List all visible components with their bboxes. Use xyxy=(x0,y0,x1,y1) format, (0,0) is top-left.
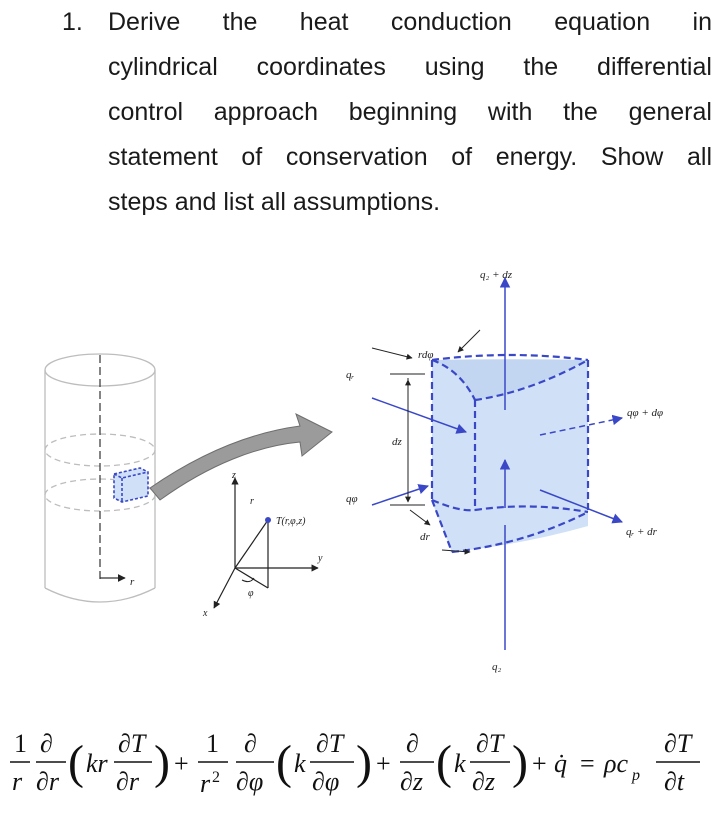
eq-equals: = xyxy=(580,749,595,778)
axis-z-label: z xyxy=(231,470,236,481)
word: control xyxy=(108,98,184,126)
cylinder-r-label: r xyxy=(130,576,135,588)
eq-sub-p: p xyxy=(631,767,640,784)
word: approach xyxy=(213,98,319,126)
point-T xyxy=(265,517,271,523)
eq-dT-1: ∂T xyxy=(118,729,147,758)
word: statement xyxy=(108,143,218,171)
eq-paren-r-3: ) xyxy=(512,736,528,789)
eq-dz-1: ∂z xyxy=(400,767,423,796)
label-dr: dr xyxy=(420,531,431,543)
eq-plus-2: + xyxy=(376,749,391,778)
heat-flux-arrows xyxy=(371,276,624,650)
word: beginning xyxy=(348,98,458,126)
word: in xyxy=(692,8,712,36)
word: all xyxy=(686,143,712,171)
word: general xyxy=(628,98,712,126)
eq-k-2: k xyxy=(454,749,466,778)
eq-rho-c: ρc xyxy=(603,749,628,778)
problem-line-4: statement of conservation of energy. Sho… xyxy=(108,135,712,180)
eq-plus-1: + xyxy=(174,749,189,778)
problem-text: Derive the heat conduction equation in c… xyxy=(108,0,712,225)
eq-dz-2: ∂z xyxy=(472,767,495,796)
control-volume-figure: r z r T(r,φ,z) y x φ xyxy=(44,269,663,673)
eq-paren-r-1: ) xyxy=(154,736,170,789)
problem-line-1: Derive the heat conduction equation in xyxy=(108,0,712,45)
eq-k-1: k xyxy=(294,749,306,778)
problem-line-2: cylindrical coordinates using the differ… xyxy=(108,45,712,90)
word: Derive xyxy=(108,8,181,36)
axis-r-small-label: r xyxy=(250,496,254,507)
word: differential xyxy=(597,53,712,81)
eq-d-1: ∂ xyxy=(40,729,53,758)
eq-one-2: 1 xyxy=(206,729,219,758)
eq-dphi-1: ∂φ xyxy=(236,767,263,796)
eq-plus-3: + xyxy=(532,749,547,778)
label-qz-dz: q₂ + dz xyxy=(480,269,513,281)
eq-d-3: ∂ xyxy=(406,729,419,758)
eq-dt: ∂t xyxy=(664,767,685,796)
eq-dT-4: ∂T xyxy=(664,729,693,758)
eq-kr: kr xyxy=(86,749,109,778)
eq-qdot: q̇ xyxy=(554,749,567,778)
word: coordinates xyxy=(256,53,386,81)
word: Show xyxy=(600,143,664,171)
eq-one-1: 1 xyxy=(14,729,27,758)
label-dz: dz xyxy=(392,436,403,448)
eq-dT-3: ∂T xyxy=(476,729,505,758)
label-r-dphi: rdφ xyxy=(418,349,433,361)
word: conduction xyxy=(390,8,512,36)
T-point-label: T(r,φ,z) xyxy=(276,516,306,527)
eq-dT-2: ∂T xyxy=(316,729,345,758)
word: of xyxy=(451,143,473,171)
label-q-phi: qφ xyxy=(346,493,358,505)
word: equation xyxy=(554,8,651,36)
eq-dr-1: ∂r xyxy=(36,767,60,796)
eq-dphi-2: ∂φ xyxy=(312,767,339,796)
axis-x-label: x xyxy=(202,608,208,619)
eq-r-den: r xyxy=(12,767,23,796)
label-qr: qᵣ xyxy=(346,369,355,381)
eq-d-2: ∂ xyxy=(244,729,257,758)
word: the xyxy=(563,98,598,126)
control-volume xyxy=(430,353,590,554)
problem-line-3: control approach beginning with the gene… xyxy=(108,90,712,135)
word: conservation xyxy=(285,143,428,171)
dimension-lines xyxy=(371,329,481,555)
eq-paren-l-1: ( xyxy=(68,736,84,789)
problem-line-5: steps and list all assumptions. xyxy=(108,188,441,216)
label-qr-dr: qᵣ + dr xyxy=(626,526,658,538)
coordinate-triad xyxy=(213,477,319,609)
problem-number: 1. xyxy=(62,8,83,36)
label-q-phi-dphi: qφ + dφ xyxy=(627,407,663,419)
eq-paren-l-3: ( xyxy=(436,736,452,789)
word: the xyxy=(222,8,258,36)
eq-paren-r-2: ) xyxy=(356,736,372,789)
word: of xyxy=(241,143,263,171)
word: using xyxy=(424,53,485,81)
small-element xyxy=(113,467,149,503)
eq-sup2: 2 xyxy=(212,769,220,786)
label-qz: q₂ xyxy=(492,661,502,673)
word: the xyxy=(523,53,559,81)
eq-dr-2: ∂r xyxy=(116,767,140,796)
eq-r2: r xyxy=(200,769,211,798)
zoom-arrow xyxy=(149,413,333,501)
word: with xyxy=(487,98,533,126)
word: heat xyxy=(299,8,349,36)
word: cylindrical xyxy=(108,53,218,81)
axis-phi-label: φ xyxy=(248,588,254,599)
heat-equation: 1 r ∂ ∂r ( kr ∂T ∂r ) + 1 r 2 ∂ ∂φ ( k ∂… xyxy=(10,729,700,798)
eq-paren-l-2: ( xyxy=(276,736,292,789)
axis-y-label: y xyxy=(317,553,323,564)
word: energy. xyxy=(495,143,578,171)
